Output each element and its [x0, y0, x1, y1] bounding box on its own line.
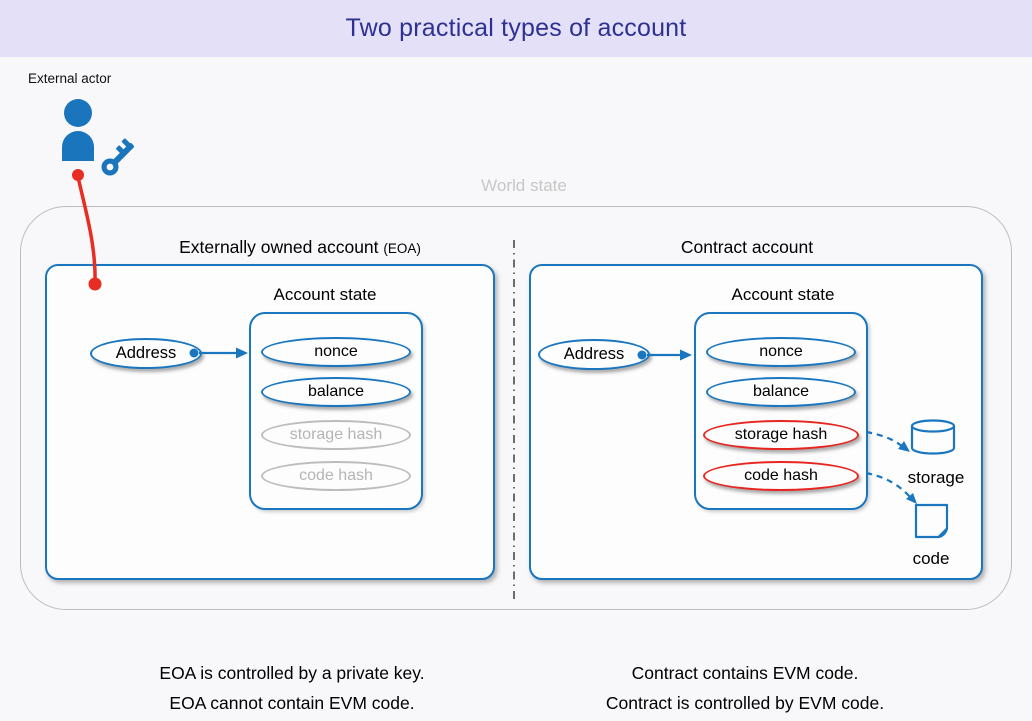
world-state-container	[20, 206, 1012, 610]
eoa-field-balance: balance	[261, 377, 411, 407]
contract-caption-line2: Contract is controlled by EVM code.	[605, 693, 885, 713]
world-state-label: World state	[481, 176, 567, 195]
contract-account-state-label: Account state	[731, 285, 835, 304]
eoa-field-storage-hash: storage hash	[261, 420, 411, 450]
contract-field-balance: balance	[706, 377, 856, 407]
storage-label: storage	[907, 468, 965, 487]
eoa-panel-title-suffix: (EOA)	[383, 241, 421, 256]
eoa-caption-line1: EOA is controlled by a private key.	[159, 663, 425, 683]
eoa-caption-line2: EOA cannot contain EVM code.	[169, 693, 415, 713]
key-icon	[101, 138, 134, 176]
contract-address-label: Address	[563, 345, 625, 363]
eoa-address-label: Address	[115, 344, 177, 362]
code-label: code	[912, 549, 950, 568]
contract-caption: Contract contains EVM code. Contract is …	[535, 658, 955, 718]
eoa-caption: EOA is controlled by a private key. EOA …	[82, 658, 502, 718]
contract-field-code-hash: code hash	[703, 461, 859, 491]
contract-address-ellipse: Address	[538, 339, 650, 370]
header-bar: Two practical types of account	[0, 0, 1032, 57]
eoa-field-code-hash: code hash	[261, 461, 411, 491]
page-title: Two practical types of account	[345, 14, 687, 42]
person-icon	[62, 99, 94, 161]
contract-field-nonce: nonce	[706, 337, 856, 367]
eoa-field-nonce: nonce	[261, 337, 411, 367]
eoa-panel-title: Externally owned account (EOA)	[120, 237, 480, 258]
contract-panel-title: Contract account	[680, 237, 814, 257]
eoa-account-state-label: Account state	[273, 285, 377, 304]
eoa-address-ellipse: Address	[90, 338, 202, 369]
contract-caption-line1: Contract contains EVM code.	[631, 663, 859, 683]
contract-field-storage-hash: storage hash	[703, 420, 859, 450]
external-actor-label: External actor	[28, 71, 112, 86]
eoa-panel-title-text: Externally owned account	[179, 237, 379, 257]
